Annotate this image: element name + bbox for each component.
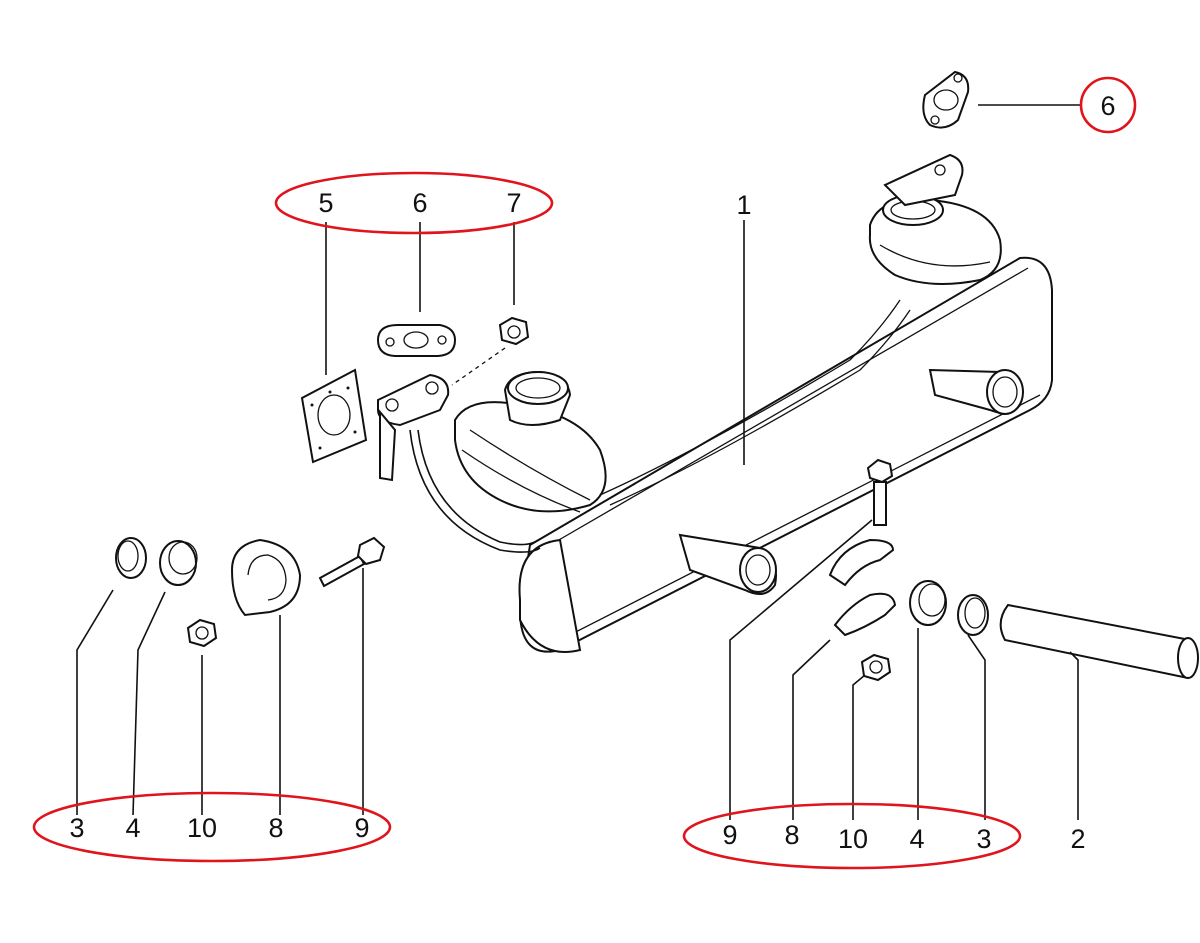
tailpipe-2 [999, 603, 1199, 680]
label-9-left: 9 [354, 813, 369, 843]
label-9-right: 9 [722, 820, 737, 850]
leader-lines [76, 104, 1080, 820]
label-10-left: 10 [187, 813, 217, 843]
bolt-9-left [318, 536, 386, 588]
label-6-circled: 6 [1100, 91, 1115, 121]
nut-10-right [860, 653, 892, 682]
clamp-8-left [230, 538, 302, 617]
clamp-halves-8-right [828, 538, 897, 637]
label-7-top: 7 [506, 188, 521, 218]
highlight-circle-6 [1079, 76, 1137, 134]
nut-10-left [186, 618, 218, 648]
highlight-ellipse-right [682, 802, 1022, 870]
gasket-6-right [922, 70, 970, 129]
label-4-left: 4 [125, 813, 140, 843]
sleeve-4-left [159, 540, 198, 586]
highlight-ellipse-top [274, 171, 554, 235]
label-1: 1 [736, 190, 751, 220]
label-10-right: 10 [838, 824, 868, 854]
label-4-right: 4 [909, 824, 924, 854]
label-5-top: 5 [318, 188, 333, 218]
label-2: 2 [1070, 824, 1085, 854]
label-8-right: 8 [784, 820, 799, 850]
label-6-top: 6 [412, 188, 427, 218]
dashed-assembly-line [451, 347, 506, 386]
bolt-9-right [866, 458, 894, 526]
nut-7 [498, 316, 530, 346]
gasket-5 [300, 368, 368, 464]
label-3-left: 3 [69, 813, 84, 843]
sleeve-4-right [909, 580, 947, 626]
highlight-ellipse-left [32, 791, 392, 863]
seal-ring-3-right [957, 594, 989, 636]
muffler-assembly [377, 153, 1053, 653]
label-8-left: 8 [268, 813, 283, 843]
gasket-6 [376, 324, 457, 357]
seal-ring-3-left [115, 537, 147, 579]
label-3-right: 3 [976, 824, 991, 854]
